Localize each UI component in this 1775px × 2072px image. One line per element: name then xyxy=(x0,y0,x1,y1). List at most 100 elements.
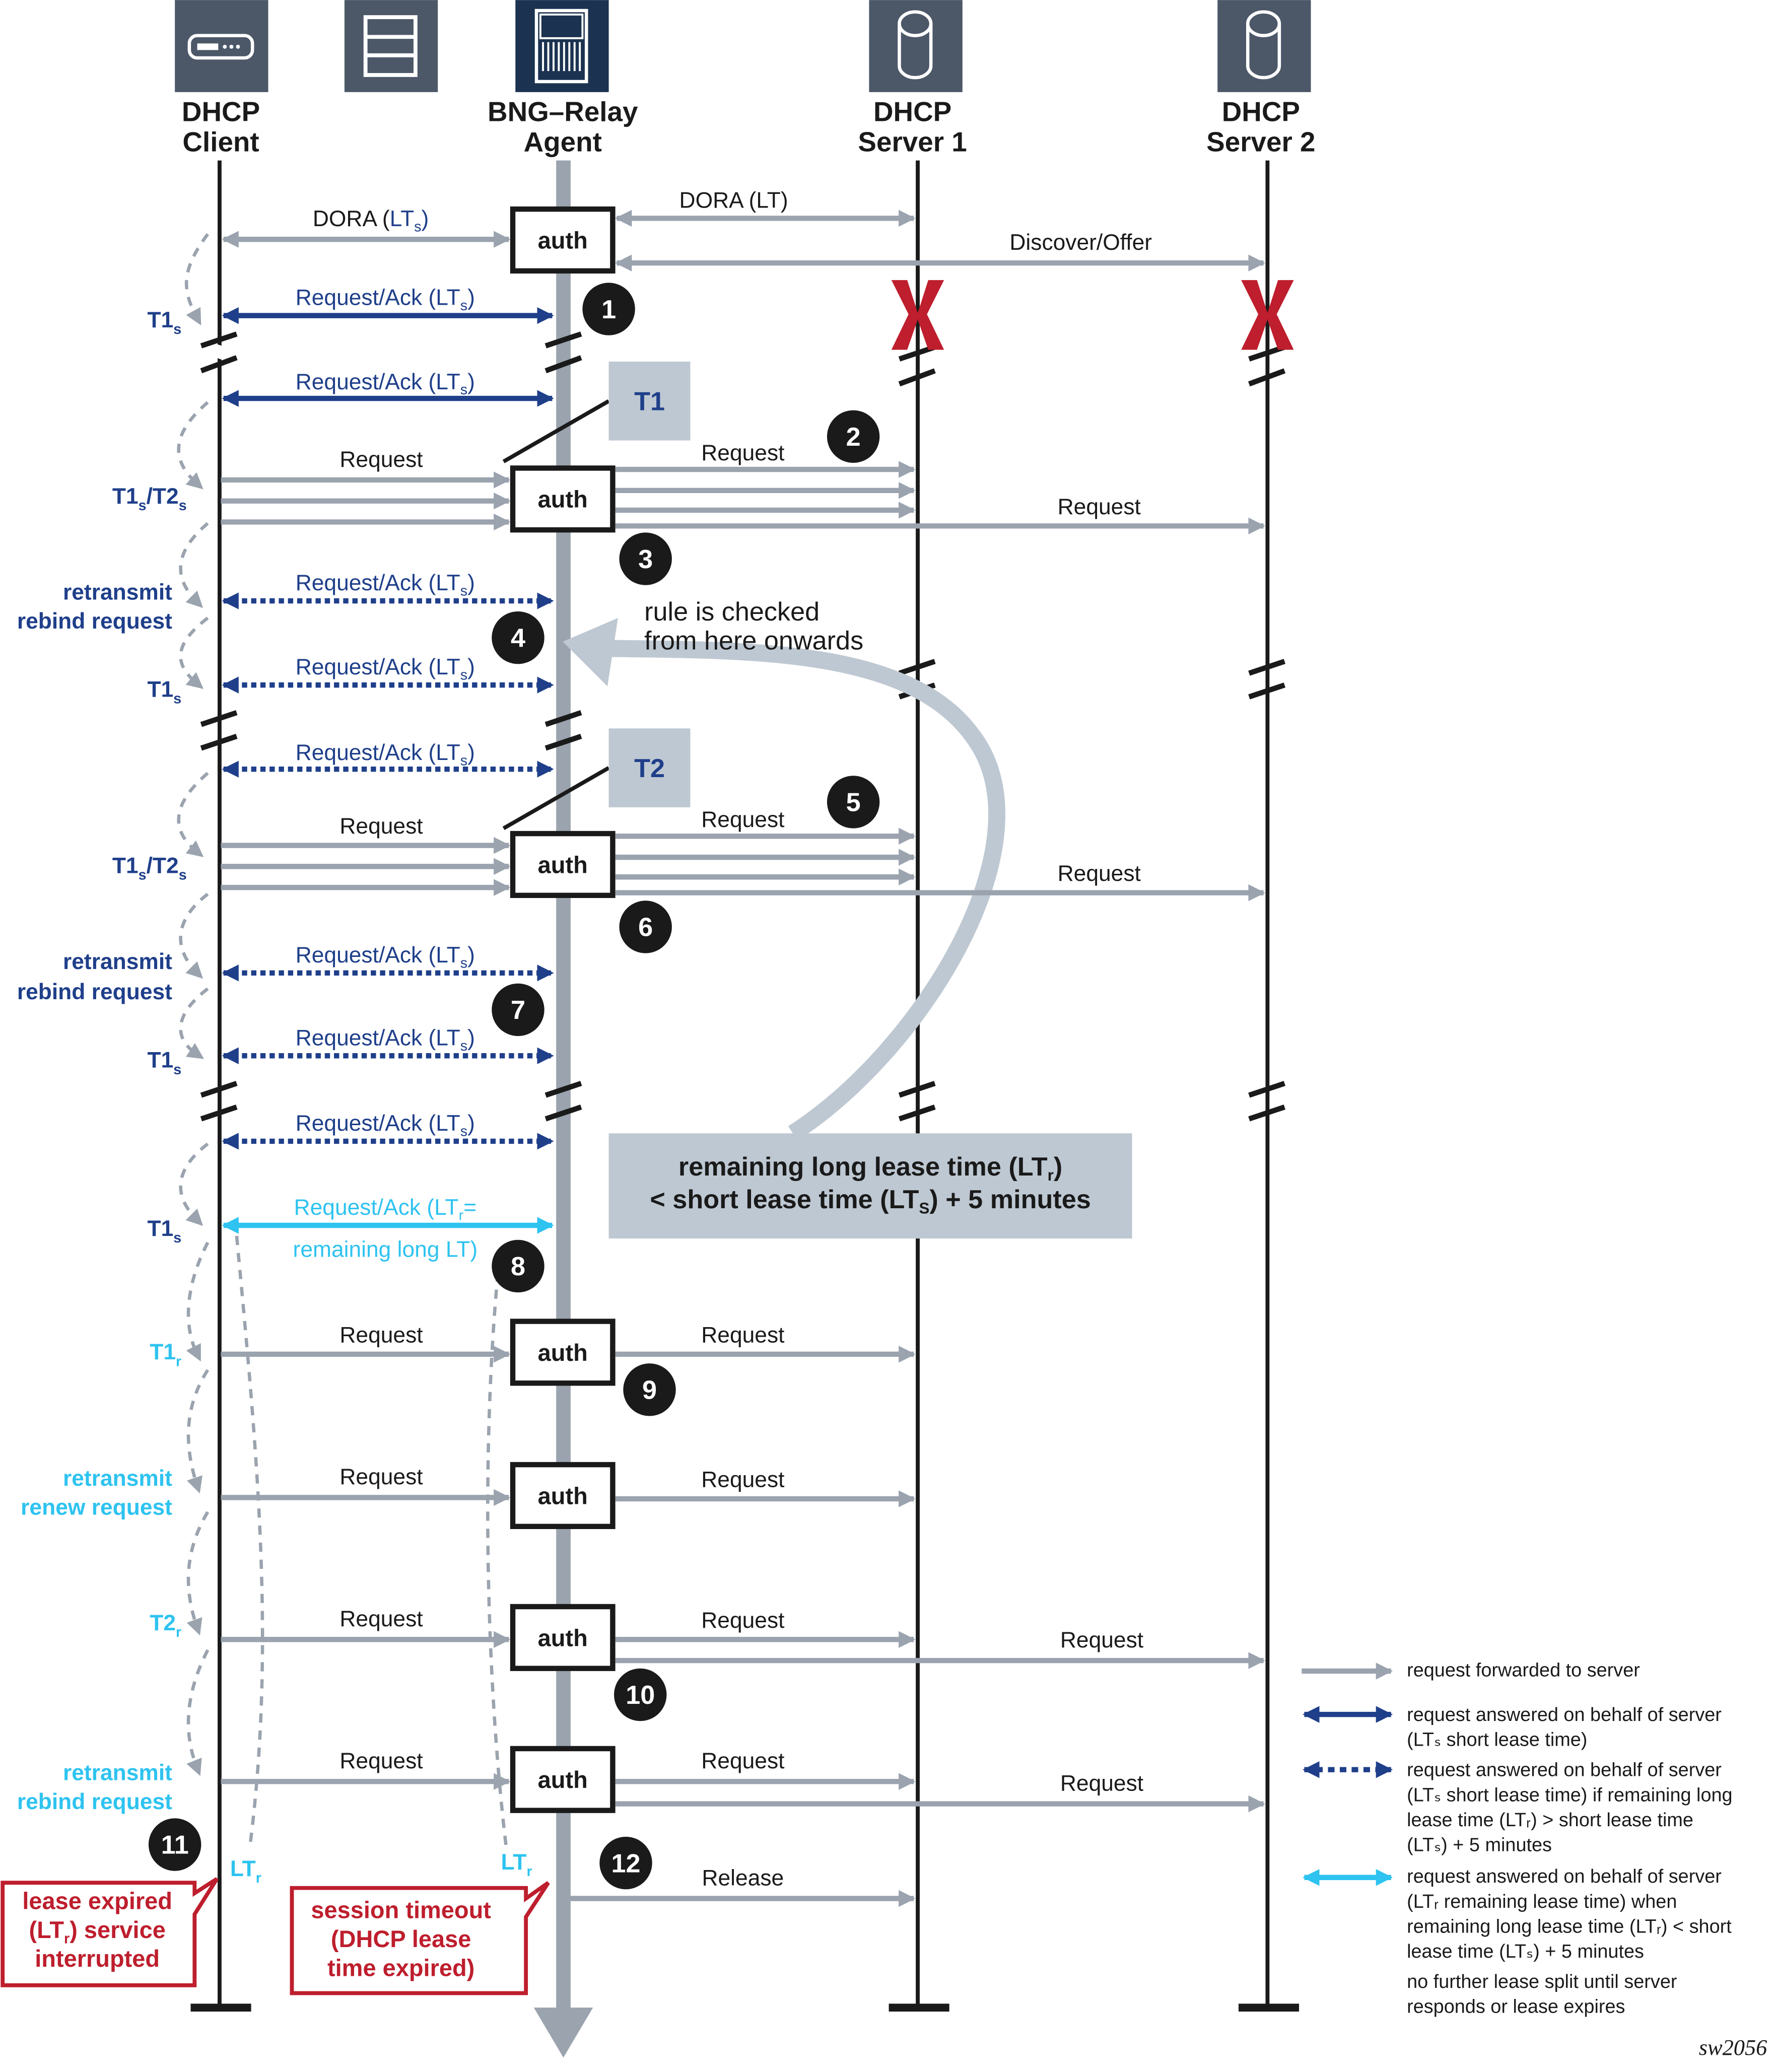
entity-label-line2: Server 2 xyxy=(1206,126,1315,157)
timer-retransmit: retransmit xyxy=(63,1466,172,1491)
svg-text:auth: auth xyxy=(538,1339,588,1366)
timer-t2r: T2r xyxy=(150,1611,181,1640)
server-failure-marks xyxy=(891,280,1294,350)
auth-box: auth xyxy=(510,1319,616,1386)
entity-label-line2: Server 1 xyxy=(858,126,967,157)
timer-t1s: T1s xyxy=(147,308,181,337)
label-request: Request xyxy=(1058,861,1141,886)
legend-item-short-solid: request answered on behalf of server (LT… xyxy=(1303,1704,1722,1751)
time-break-icon xyxy=(544,1081,582,1122)
svg-text:time expired): time expired) xyxy=(327,1955,474,1981)
auth-box: auth xyxy=(510,465,616,533)
callout-line1: remaining long lease time (LTr) xyxy=(678,1152,1062,1184)
svg-text:4: 4 xyxy=(511,624,525,653)
timer-ltr: LTr xyxy=(501,1850,532,1880)
timer-t1s: T1s xyxy=(147,1048,181,1078)
step-badges: 1 2 3 4 5 6 7 8 9 10 11 12 xyxy=(148,283,880,1890)
label-request: Request xyxy=(1058,495,1141,519)
svg-text:(DHCP lease: (DHCP lease xyxy=(331,1925,471,1952)
time-break-icon xyxy=(544,331,582,374)
timer-t1s-t2s: T1s/T2s xyxy=(112,853,187,883)
message-labels: DORA (LTs) DORA (LT) Discover/Offer Requ… xyxy=(293,188,1152,1891)
label-req-ack-short: Request/Ack (LTs) xyxy=(296,943,475,971)
svg-text:T1: T1 xyxy=(634,387,665,417)
server1-lifeline-end xyxy=(889,2004,949,2012)
step-badge: 4 xyxy=(492,611,544,664)
label-req-ack-short: Request/Ack (LTs) xyxy=(296,1025,475,1054)
svg-text:lease time (LTₛ) + 5 minutes: lease time (LTₛ) + 5 minutes xyxy=(1407,1941,1644,1962)
timer-arcs xyxy=(177,233,508,1848)
svg-text:auth: auth xyxy=(538,1624,588,1651)
entity-bng: BNG–Relay Agent xyxy=(488,0,638,157)
time-break-icon xyxy=(200,710,238,751)
step-badge: 10 xyxy=(614,1668,667,1721)
entity-label-line1: DHCP xyxy=(182,96,260,127)
label-request: Request xyxy=(1060,1771,1143,1795)
label-req-ack-short: Request/Ack (LTs) xyxy=(296,740,475,769)
time-break-icon xyxy=(200,1081,238,1122)
svg-text:10: 10 xyxy=(626,1681,655,1710)
entity-label-line2: Client xyxy=(182,126,259,157)
svg-text:request answered on behalf of: request answered on behalf of server xyxy=(1407,1866,1722,1887)
legend-item-forwarded: request forwarded to server xyxy=(1302,1660,1640,1681)
label-req-ack-short: Request/Ack (LTs) xyxy=(296,286,475,314)
timer-box-t2: T2 xyxy=(502,728,691,831)
entity-server1: DHCP Server 1 xyxy=(858,0,967,157)
svg-text:no further lease split until s: no further lease split until server xyxy=(1407,1971,1677,1992)
server2-lifeline-end xyxy=(1238,2004,1300,2012)
timer-rebind-request: rebind request xyxy=(17,609,172,634)
timer-retransmit: retransmit xyxy=(63,580,172,604)
step-badge: 7 xyxy=(492,983,544,1037)
svg-text:12: 12 xyxy=(611,1849,641,1878)
step-badge: 11 xyxy=(148,1818,201,1871)
svg-text:auth: auth xyxy=(538,1482,588,1509)
time-break-icon xyxy=(1248,659,1285,700)
entity-switch xyxy=(344,0,438,92)
label-request: Request xyxy=(1060,1628,1143,1652)
auth-box: auth xyxy=(510,1604,616,1671)
label-request: Request xyxy=(701,441,784,465)
label-req-ack-remaining-line2: remaining long LT) xyxy=(293,1237,478,1262)
legend-item-remaining: request answered on behalf of server (LT… xyxy=(1303,1866,1732,2018)
label-request: Request xyxy=(339,1607,423,1631)
timer-t1s: T1s xyxy=(147,677,181,707)
label-request: Request xyxy=(701,1608,784,1633)
alert-lease-expired: lease expired (LTr) service interrupted xyxy=(1,1877,219,1987)
svg-text:auth: auth xyxy=(538,851,588,878)
label-request: Request xyxy=(701,1323,784,1347)
svg-text:(LTr) service: (LTr) service xyxy=(29,1916,165,1947)
label-discover-offer: Discover/Offer xyxy=(1009,230,1152,255)
label-request: Request xyxy=(339,1749,423,1773)
entity-label-line1: DHCP xyxy=(873,96,951,127)
alert-session-timeout: session timeout (DHCP lease time expired… xyxy=(290,1881,550,1995)
rule-note-line1: rule is checked xyxy=(644,597,820,627)
rule-feedback-arrow xyxy=(598,640,1005,1141)
auth-box: auth xyxy=(510,1746,616,1813)
time-break-icon xyxy=(1248,1081,1285,1122)
svg-text:(LTₛ short lease time) if rema: (LTₛ short lease time) if remaining long xyxy=(1407,1784,1733,1806)
step-badge: 9 xyxy=(623,1363,676,1416)
svg-text:8: 8 xyxy=(511,1252,525,1281)
auth-box: auth xyxy=(510,831,616,899)
svg-text:11: 11 xyxy=(161,1831,189,1860)
label-dora-server: DORA (LT) xyxy=(679,188,788,213)
failure-x-icon xyxy=(1241,280,1294,350)
entity-label-line2: Agent xyxy=(524,126,602,157)
bng-lifeline-arrowhead xyxy=(533,2008,593,2058)
svg-text:auth: auth xyxy=(538,1766,588,1793)
timer-rebind-request: rebind request xyxy=(17,980,172,1004)
svg-text:2: 2 xyxy=(846,423,861,452)
arrows xyxy=(221,210,1265,1907)
auth-box: auth xyxy=(510,206,616,274)
timer-ltr: LTr xyxy=(230,1856,261,1886)
label-request: Request xyxy=(339,447,423,472)
step-badge: 6 xyxy=(619,901,672,953)
legend-item-short-dotted: request answered on behalf of server (LT… xyxy=(1303,1760,1733,1856)
svg-text:(LTₛ short lease time): (LTₛ short lease time) xyxy=(1407,1730,1587,1751)
callout-line2: < short lease time (LTS) + 5 minutes xyxy=(650,1185,1090,1217)
timer-box-t1: T1 xyxy=(502,361,691,463)
client-lifeline-end xyxy=(190,2004,251,2012)
entity-label-line1: BNG–Relay xyxy=(488,96,638,127)
svg-text:interrupted: interrupted xyxy=(35,1945,160,1972)
timer-t1s: T1s xyxy=(147,1216,181,1246)
